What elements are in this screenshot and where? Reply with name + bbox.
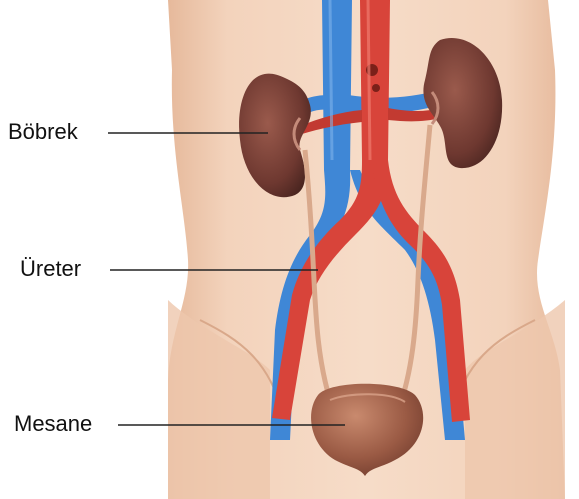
ureter-label: Üreter [20,258,81,280]
kidney-label: Böbrek [8,121,78,143]
bladder-label: Mesane [14,413,92,435]
